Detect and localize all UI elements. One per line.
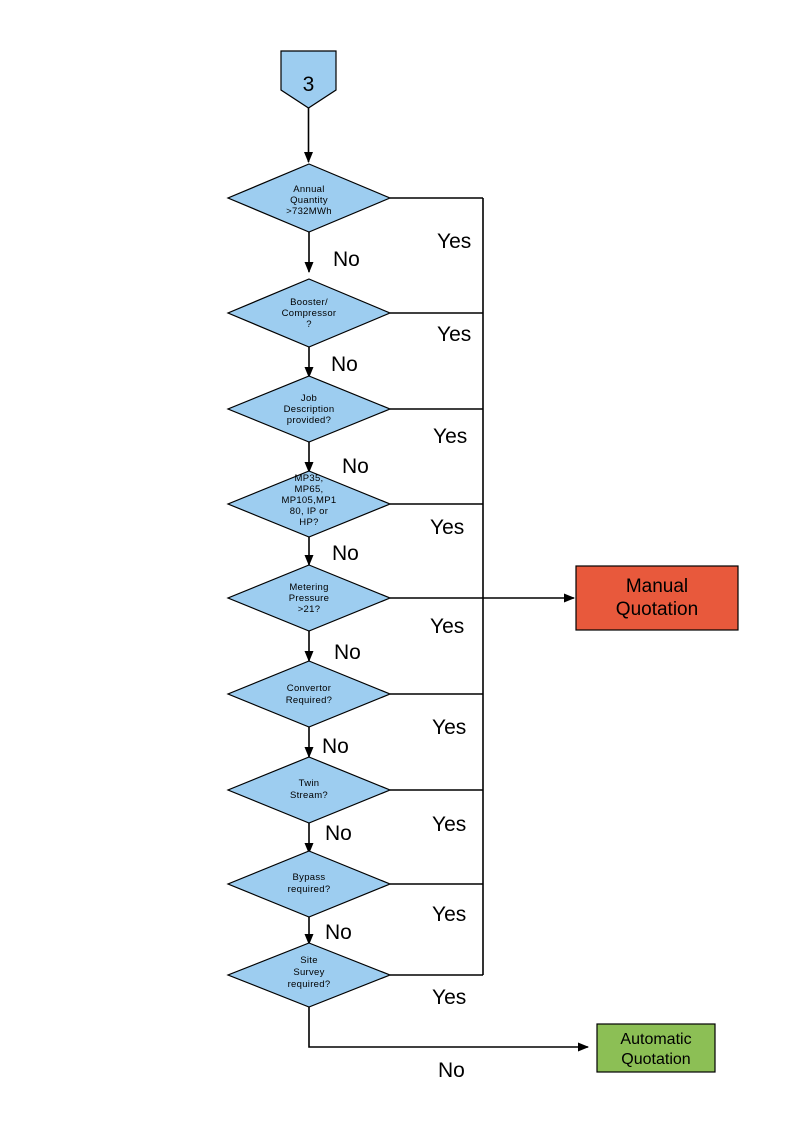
decision-job-description-line-0: Job (301, 393, 317, 404)
decision-annual-quantity-line-0: Annual (293, 184, 324, 195)
decision-booster-compressor-line-2: ? (306, 319, 312, 330)
yes-label-annual-quantity: Yes (437, 230, 471, 253)
yes-label-twin-stream: Yes (432, 813, 466, 836)
no-label-metering-pressure: No (334, 641, 361, 664)
decision-annual-quantity-line-1: Quantity (290, 195, 328, 206)
decision-site-survey-line-2: required? (288, 979, 331, 990)
decision-job-description[interactable]: Job Description provided? (226, 375, 392, 443)
decision-mp-type-line-2: MP105,MP1 (282, 495, 337, 506)
decision-site-survey[interactable]: Site Survey required? (226, 942, 392, 1008)
decision-annual-quantity[interactable]: Annual Quantity >732MWh (226, 163, 392, 233)
decision-convertor-required[interactable]: Convertor Required? (226, 660, 392, 728)
decision-metering-pressure-line-2: >21? (298, 604, 321, 615)
decision-metering-pressure[interactable]: Metering Pressure >21? (226, 564, 392, 632)
terminal-automatic-quotation[interactable]: Automatic Quotation (596, 1023, 716, 1073)
decision-twin-stream[interactable]: Twin Stream? (226, 756, 392, 824)
terminal-automatic-quotation-line-1: Quotation (621, 1051, 690, 1068)
decision-convertor-required-line-1: Required? (286, 695, 333, 706)
decision-bypass-required[interactable]: Bypass required? (226, 850, 392, 918)
decision-job-description-line-1: Description (284, 404, 335, 415)
yes-label-mp-type: Yes (430, 516, 464, 539)
decision-convertor-required-line-0: Convertor (287, 683, 331, 694)
decision-site-survey-line-0: Site (300, 955, 318, 966)
yes-label-convertor-required: Yes (432, 716, 466, 739)
terminal-manual-quotation-line-1: Quotation (616, 599, 698, 620)
yes-label-site-survey: Yes (432, 986, 466, 1009)
decision-booster-compressor-line-0: Booster/ (290, 297, 328, 308)
no-label-convertor-required: No (322, 735, 349, 758)
terminal-manual-quotation[interactable]: Manual Quotation (575, 565, 739, 631)
decision-mp-type-line-1: MP65, (295, 484, 324, 495)
no-label-annual-quantity: No (333, 248, 360, 271)
yes-label-job-description: Yes (433, 425, 467, 448)
no-label-job-description: No (342, 455, 369, 478)
decision-metering-pressure-line-0: Metering (289, 582, 328, 593)
decision-bypass-required-line-1: required? (288, 884, 331, 895)
decision-metering-pressure-line-1: Pressure (289, 593, 329, 604)
decision-booster-compressor-line-1: Compressor (282, 308, 337, 319)
no-label-mp-type: No (332, 542, 359, 565)
decision-twin-stream-line-1: Stream? (290, 790, 328, 801)
no-label-booster-compressor: No (331, 353, 358, 376)
no-label-twin-stream: No (325, 822, 352, 845)
decision-booster-compressor[interactable]: Booster/ Compressor ? (226, 278, 392, 348)
yes-label-metering-pressure: Yes (430, 615, 464, 638)
decision-job-description-line-2: provided? (287, 415, 331, 426)
yes-label-bypass-required: Yes (432, 903, 466, 926)
decision-mp-type-line-0: MP35, (295, 473, 324, 484)
decision-annual-quantity-line-2: >732MWh (286, 206, 332, 217)
decision-twin-stream-line-0: Twin (299, 778, 320, 789)
terminal-manual-quotation-line-0: Manual (626, 576, 688, 597)
entry-connector-label: 3 (303, 73, 315, 96)
no-path-to-automatic-quotation (308, 1007, 589, 1052)
decision-site-survey-line-1: Survey (293, 967, 324, 978)
no-label-bypass-required: No (325, 921, 352, 944)
decision-mp-type[interactable]: MP35, MP65, MP105,MP1 80, IP or HP? (226, 470, 392, 538)
entry-connector-shape[interactable]: 3 (280, 50, 337, 109)
terminal-automatic-quotation-line-0: Automatic (620, 1031, 691, 1048)
decision-mp-type-line-4: HP? (299, 517, 318, 528)
decision-bypass-required-line-0: Bypass (293, 872, 326, 883)
no-label-site-survey: No (438, 1059, 465, 1082)
decision-mp-type-line-3: 80, IP or (290, 506, 328, 517)
yes-label-booster-compressor: Yes (437, 323, 471, 346)
